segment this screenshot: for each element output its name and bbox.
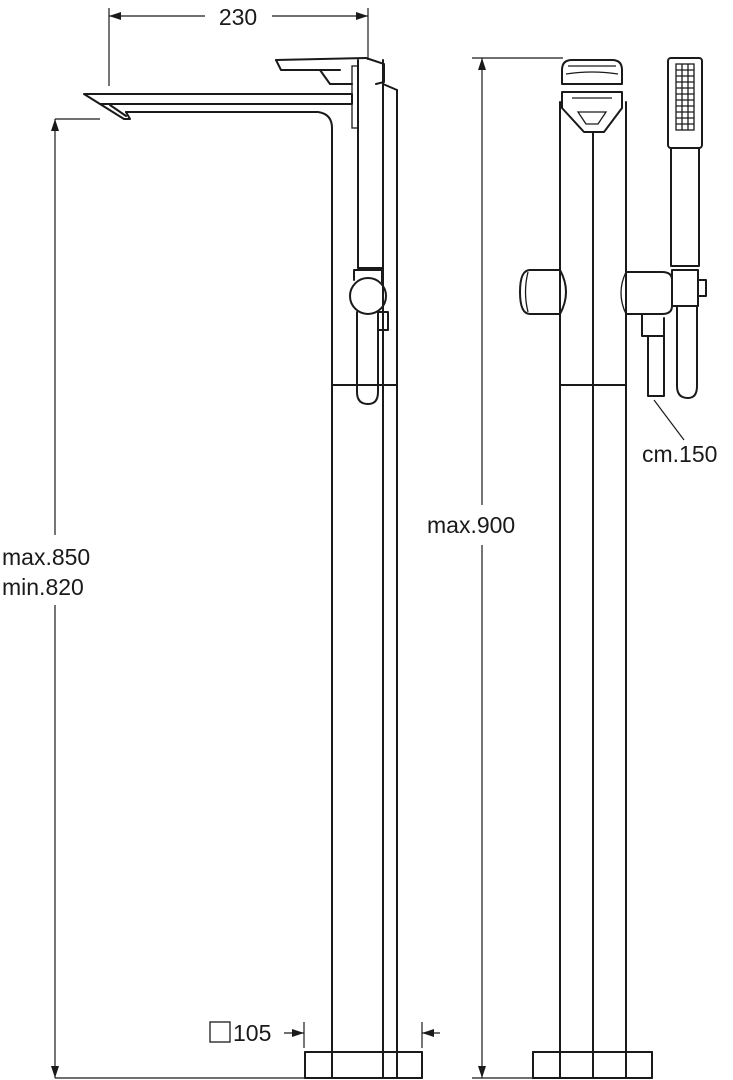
hand-shower [667,57,707,399]
body-column [331,59,398,1079]
base-plate-side [304,1051,423,1079]
front-view [472,57,707,1079]
shower-holder [620,271,673,397]
label-max-850: max.850 [2,544,90,570]
diverter-knob [349,269,389,405]
side-view [51,8,440,1079]
front-head [561,59,623,133]
height-dimension-right [472,57,563,1079]
spout [83,93,353,386]
height-dimension-left [51,118,330,1079]
front-column [559,101,627,1079]
label-230: 230 [219,4,257,30]
label-cm-150: cm.150 [642,441,717,467]
label-min-820: min.820 [2,574,84,600]
label-max-900: max.900 [427,512,515,538]
hose-leader [653,399,685,441]
label-105: 105 [233,1020,271,1046]
width-dimension [108,8,369,86]
base-plate-front [532,1051,653,1079]
shower-nozzles [675,63,695,131]
base-dimension [209,1021,440,1048]
front-knob [519,269,567,315]
